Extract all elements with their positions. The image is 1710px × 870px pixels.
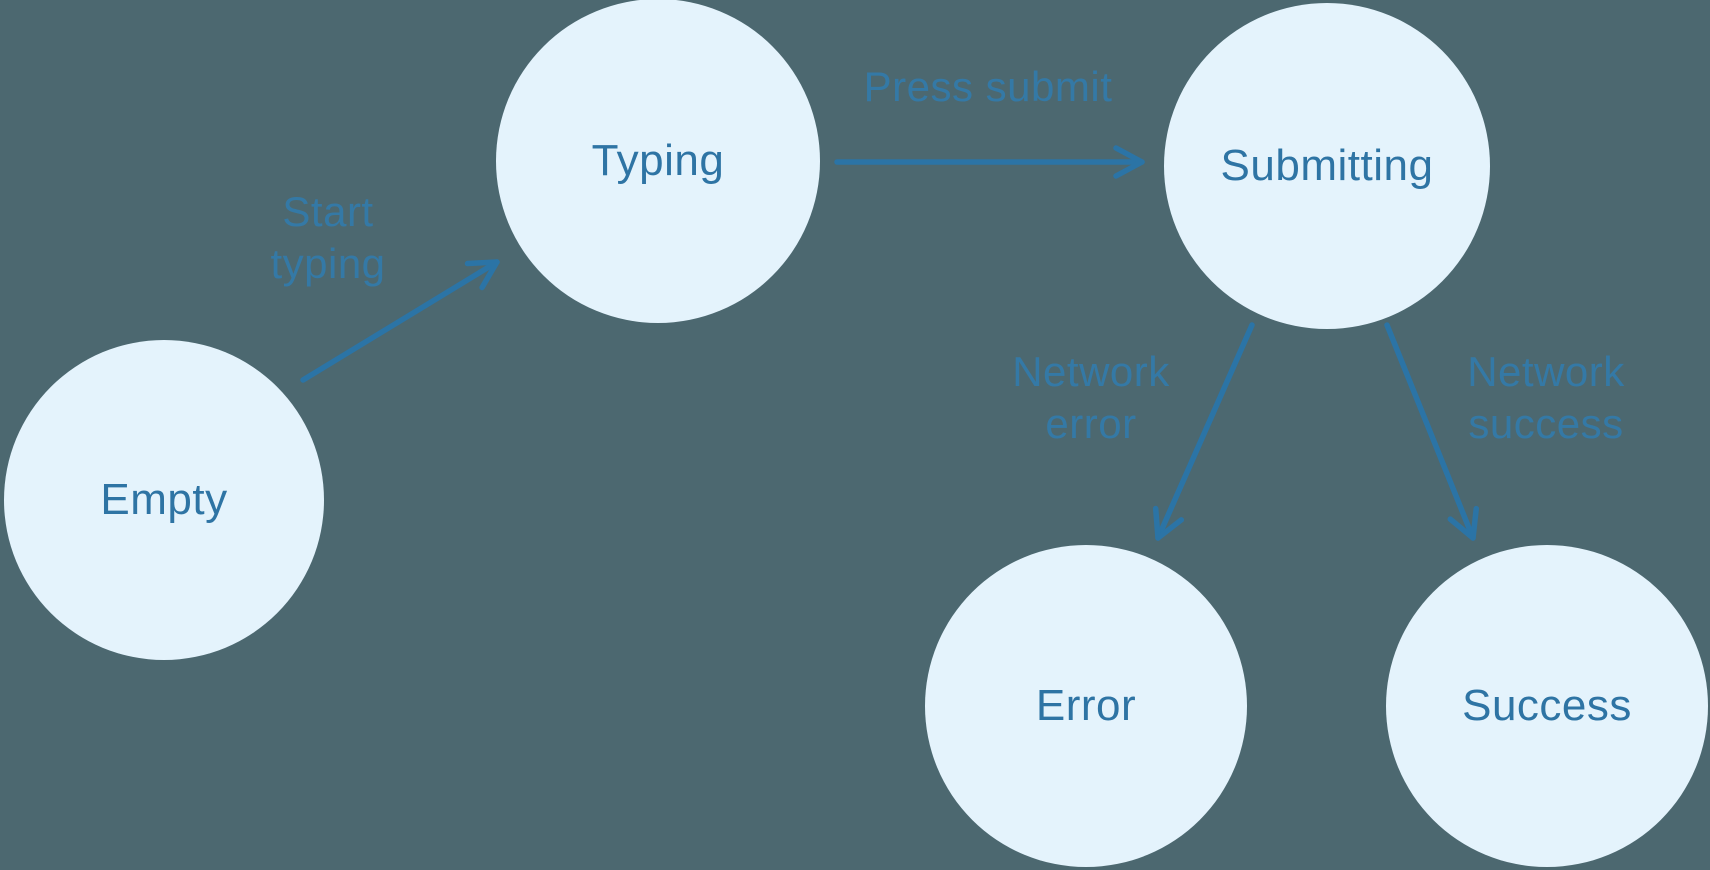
state-label-submitting: Submitting	[1220, 141, 1434, 190]
state-node-typing: Typing	[496, 0, 820, 323]
edge-label-line: typing	[270, 240, 386, 287]
state-label-empty: Empty	[100, 475, 228, 524]
state-node-empty: Empty	[4, 340, 324, 660]
edge-label-line: success	[1468, 400, 1624, 447]
edge-label-network-success: Network success	[1467, 346, 1625, 450]
edge-label-line: Network	[1467, 348, 1625, 395]
edge-label-start-typing: Start typing	[270, 186, 385, 290]
edge-submitting-to-error-arrow	[1152, 322, 1255, 541]
edge-label-line: Press submit	[863, 63, 1113, 110]
state-node-error: Error	[925, 545, 1247, 867]
edge-submitting-to-success-arrow	[1384, 322, 1479, 541]
state-label-success: Success	[1462, 681, 1632, 730]
edge-label-press-submit: Press submit	[864, 61, 1113, 113]
state-label-error: Error	[1035, 681, 1137, 730]
state-node-success: Success	[1386, 545, 1708, 867]
edge-empty-to-typing-arrow	[300, 259, 500, 383]
edge-label-line: Network	[1012, 348, 1170, 395]
state-label-typing: Typing	[591, 136, 725, 185]
state-node-submitting: Submitting	[1164, 3, 1490, 329]
edge-label-line: Start	[282, 188, 374, 235]
edge-label-line: error	[1045, 400, 1137, 447]
edge-label-network-error: Network error	[1012, 346, 1170, 450]
